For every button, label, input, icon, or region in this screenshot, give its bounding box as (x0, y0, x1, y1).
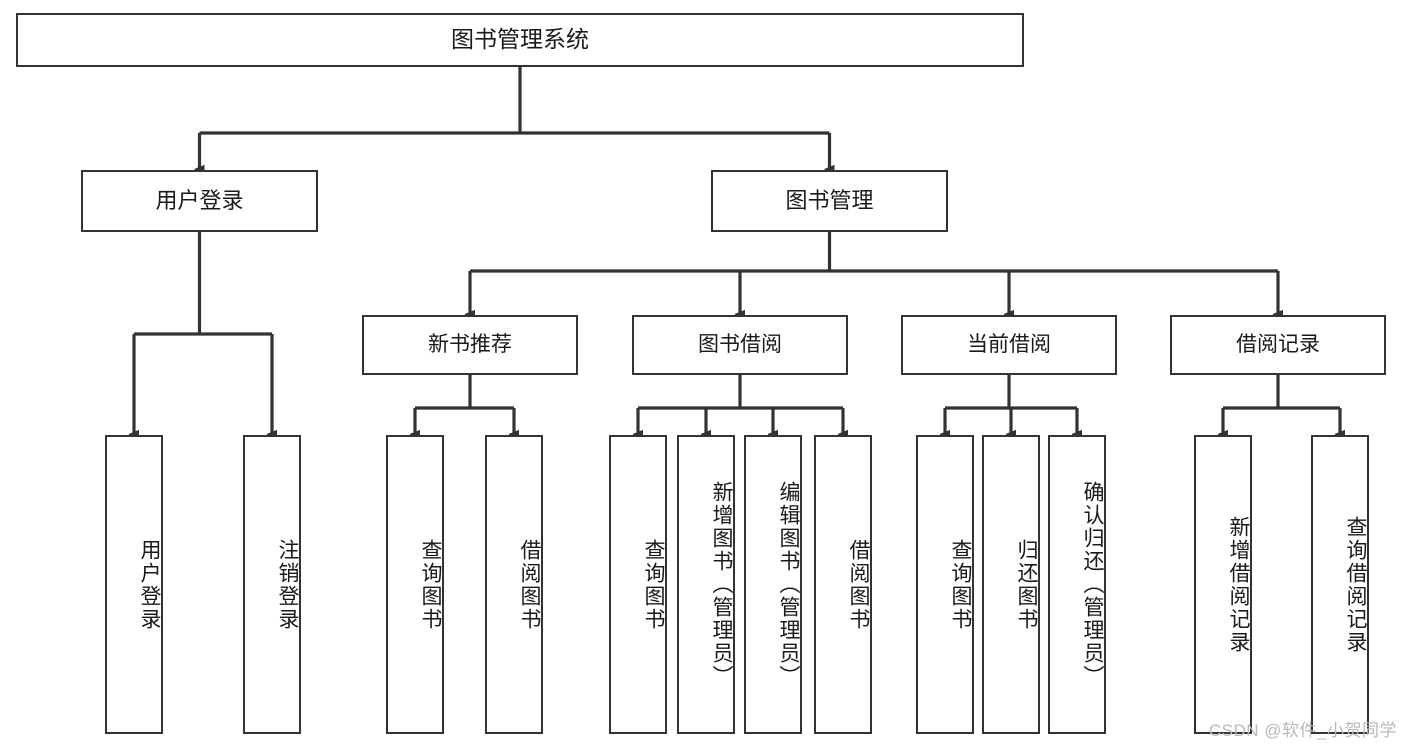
node-label: 编辑图书（管理员） (777, 481, 800, 688)
node-label: 图书管理系统 (451, 26, 589, 53)
node-leaf-query-book-1[interactable]: 查询图书 (386, 435, 444, 734)
node-leaf-add-record[interactable]: 新增借阅记录 (1194, 435, 1252, 734)
node-label: 图书管理 (785, 188, 874, 214)
node-label: 借阅记录 (1236, 332, 1320, 356)
node-leaf-logout[interactable]: 注销登录 (243, 435, 301, 734)
node-label: 确认归还（管理员） (1081, 481, 1104, 688)
node-book-manage[interactable]: 图书管理 (711, 170, 948, 232)
node-leaf-user-login[interactable]: 用户登录 (105, 435, 163, 734)
node-leaf-query-record[interactable]: 查询借阅记录 (1311, 435, 1369, 734)
node-label: 查询图书 (949, 538, 972, 631)
watermark-label: CSDN @软件_小贺同学 (1208, 721, 1397, 740)
node-leaf-edit-book[interactable]: 编辑图书（管理员） (744, 435, 802, 734)
node-label: 图书借阅 (698, 332, 782, 356)
node-label: 归还图书 (1015, 538, 1038, 631)
node-leaf-add-book[interactable]: 新增图书（管理员） (677, 435, 735, 734)
node-label: 新书推荐 (428, 332, 512, 356)
node-label: 新增图书（管理员） (710, 481, 733, 688)
node-leaf-confirm-return[interactable]: 确认归还（管理员） (1048, 435, 1106, 734)
node-user-login[interactable]: 用户登录 (81, 170, 318, 232)
node-label: 注销登录 (276, 538, 299, 631)
node-label: 查询图书 (419, 538, 442, 631)
node-leaf-borrow-book-1[interactable]: 借阅图书 (485, 435, 543, 734)
node-label: 用户登录 (155, 188, 244, 214)
node-label: 用户登录 (138, 538, 161, 631)
node-current-borrow[interactable]: 当前借阅 (901, 315, 1117, 375)
node-new-book-rec[interactable]: 新书推荐 (362, 315, 578, 375)
node-borrow-record[interactable]: 借阅记录 (1170, 315, 1386, 375)
node-leaf-borrow-book-2[interactable]: 借阅图书 (814, 435, 872, 734)
node-label: 新增借阅记录 (1227, 515, 1250, 654)
node-label: 借阅图书 (518, 538, 541, 631)
node-leaf-query-book-3[interactable]: 查询图书 (916, 435, 974, 734)
node-root[interactable]: 图书管理系统 (16, 13, 1024, 67)
node-leaf-return-book[interactable]: 归还图书 (982, 435, 1040, 734)
node-leaf-query-book-2[interactable]: 查询图书 (609, 435, 667, 734)
node-book-borrow[interactable]: 图书借阅 (632, 315, 848, 375)
node-label: 查询图书 (642, 538, 665, 631)
node-label: 查询借阅记录 (1344, 515, 1367, 654)
node-label: 当前借阅 (967, 332, 1051, 356)
node-label: 借阅图书 (847, 538, 870, 631)
